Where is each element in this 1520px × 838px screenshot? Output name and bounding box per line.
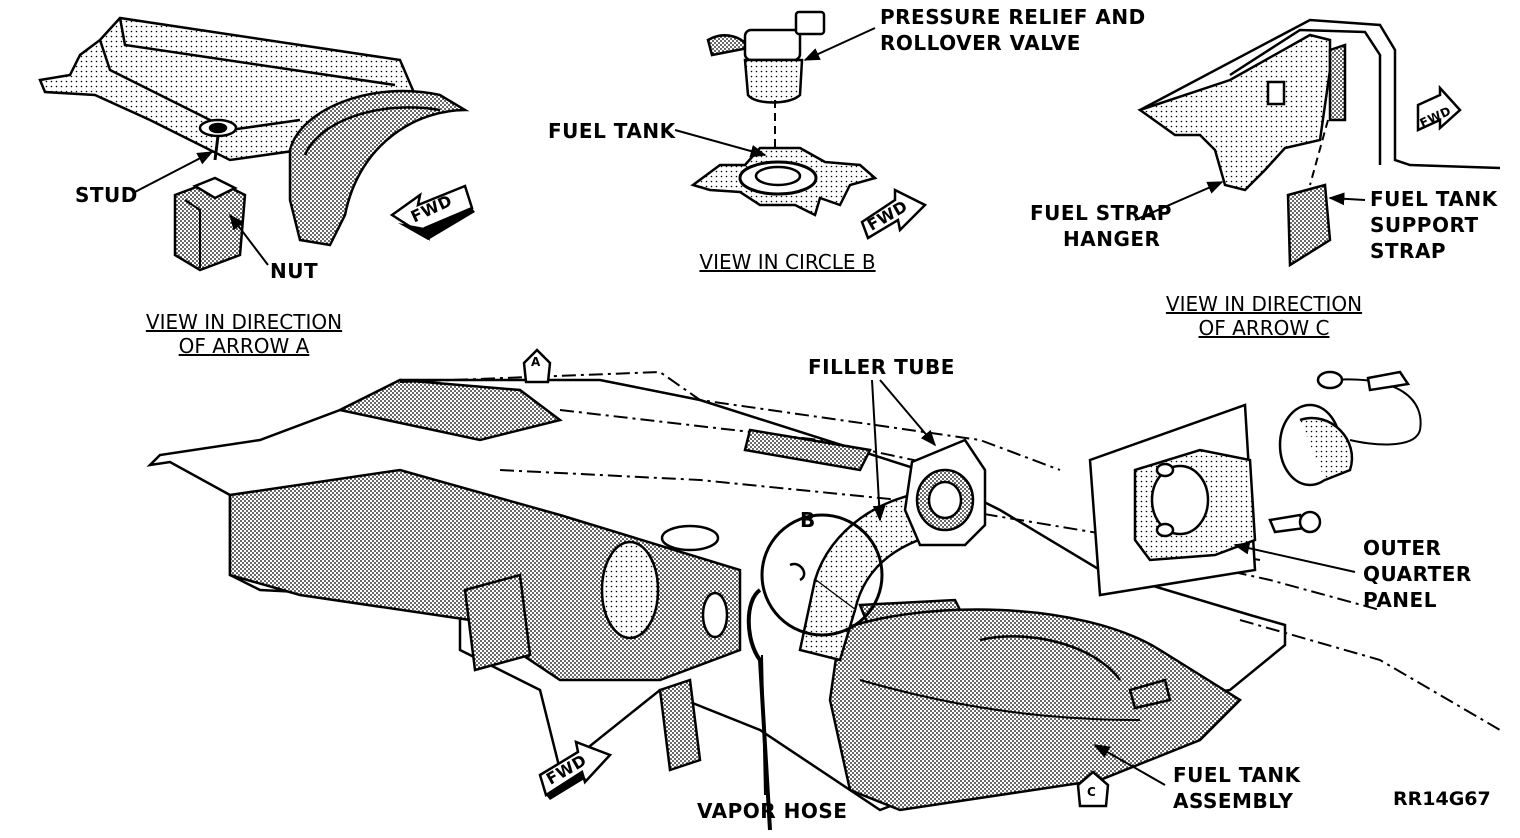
- label-outer-quarter-panel-line2: QUARTER: [1363, 562, 1472, 586]
- fwd-arrow-view-b: [860, 187, 928, 240]
- caption-view-circle-b-line: VIEW IN CIRCLE B: [699, 250, 876, 274]
- label-filler-tube: FILLER TUBE: [808, 355, 955, 379]
- label-outer-quarter-panel-line3: PANEL: [1363, 588, 1437, 612]
- caption-view-arrow-a-line2: OF ARROW A: [178, 334, 310, 358]
- main-assembly-illustration: [146, 370, 1501, 831]
- caption-view-circle-b: VIEW IN CIRCLE B: [685, 250, 890, 274]
- caption-view-arrow-c: VIEW IN DIRECTION OF ARROW C: [1153, 292, 1375, 340]
- label-fuel-tank-support-strap-line3: STRAP: [1370, 239, 1447, 263]
- label-pressure-relief-line2: ROLLOVER VALVE: [880, 31, 1081, 55]
- label-stud: STUD: [75, 183, 138, 207]
- view-a-illustration: [38, 16, 470, 272]
- label-fuel-tank-assembly-line1: FUEL TANK: [1173, 763, 1301, 787]
- caption-view-arrow-a: VIEW IN DIRECTION OF ARROW A: [133, 310, 355, 358]
- circle-b-outline: [760, 513, 884, 637]
- label-fuel-tank-support-strap-line2: SUPPORT: [1370, 213, 1479, 237]
- marker-c: [1076, 770, 1110, 808]
- label-fuel-tank-support-strap-line1: FUEL TANK: [1370, 187, 1498, 211]
- caption-view-arrow-c-line2: OF ARROW C: [1198, 316, 1330, 340]
- label-fuel-strap-hanger-line2: HANGER: [1063, 227, 1161, 251]
- view-c-illustration: [1137, 18, 1501, 268]
- label-fuel-tank: FUEL TANK: [548, 119, 676, 143]
- marker-a: [522, 348, 552, 384]
- fwd-arrow-view-a: [389, 184, 475, 241]
- marker-a-letter: A: [531, 355, 541, 369]
- label-outer-quarter-panel-line1: OUTER: [1363, 536, 1442, 560]
- label-fuel-tank-assembly-line2: ASSEMBLY: [1173, 789, 1294, 813]
- caption-view-arrow-a-line1: VIEW IN DIRECTION: [145, 310, 343, 334]
- label-pressure-relief-line1: PRESSURE RELIEF AND: [880, 5, 1146, 29]
- fwd-arrow-view-c: [1416, 84, 1462, 132]
- label-circle-b: B: [800, 508, 816, 532]
- view-b-illustration: [690, 10, 878, 217]
- caption-view-arrow-c-line1: VIEW IN DIRECTION: [1165, 292, 1363, 316]
- fwd-arrow-main: [538, 740, 613, 800]
- marker-c-letter: C: [1087, 785, 1097, 799]
- label-vapor-hose: VAPOR HOSE: [697, 799, 848, 823]
- label-fuel-strap-hanger-line1: FUEL STRAP: [1030, 201, 1172, 225]
- figure-reference-code: RR14G67: [1393, 788, 1491, 810]
- label-nut: NUT: [270, 259, 319, 283]
